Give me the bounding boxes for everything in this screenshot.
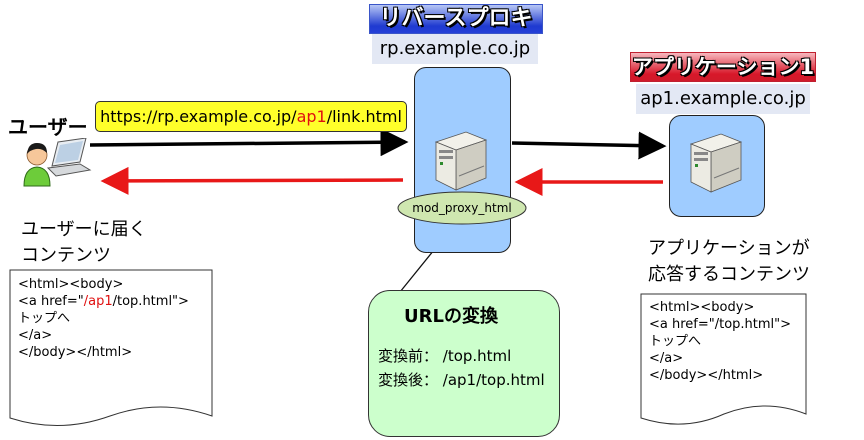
server-icon xyxy=(689,133,743,193)
code-line: トップへ xyxy=(18,311,71,326)
code-line: <html><body> xyxy=(18,277,124,292)
application-host: ap1.example.co.jp xyxy=(636,84,810,114)
user-content-caption-line1: ユーザーに届く xyxy=(21,219,147,240)
app-content-page xyxy=(640,293,807,425)
app-content-code: <html><body> <a href="/top.html"> トップへ </a>… xyxy=(649,299,791,384)
request-url-box: https://rp.example.co.jp/ap1/link.html xyxy=(95,101,407,132)
application-title: アプリケーション1 xyxy=(630,52,816,82)
code-line: </a> xyxy=(18,328,53,343)
app-content-caption: アプリケーションが 応答するコンテンツ xyxy=(648,236,810,288)
user-label: ユーザー xyxy=(8,115,88,139)
request-url-suffix: /link.html xyxy=(326,107,402,126)
module-ellipse xyxy=(397,191,527,225)
code-highlight: /ap1 xyxy=(83,294,113,309)
code-line: <html><body> xyxy=(649,300,755,315)
response-arrow-proxy-to-user xyxy=(100,166,404,195)
request-arrow-proxy-to-app xyxy=(511,131,667,160)
app-content-caption-line1: アプリケーションが xyxy=(648,238,810,259)
user-content-page xyxy=(9,269,213,427)
url-conversion-after: 変換後： /ap1/top.html xyxy=(378,371,545,389)
reverse-proxy-title: リバースプロキシ xyxy=(369,4,543,59)
user-content-caption: ユーザーに届く コンテンツ xyxy=(21,217,147,269)
url-conversion-box xyxy=(368,290,560,437)
request-url-prefix: https://rp.example.co.jp/ xyxy=(100,107,297,126)
user-at-laptop-icon xyxy=(23,138,92,187)
app-content-caption-line2: 応答するコンテンツ xyxy=(648,264,810,285)
request-url-highlight: ap1 xyxy=(296,107,327,126)
code-line: トップへ xyxy=(649,334,702,349)
code-line: </body></html> xyxy=(649,368,764,383)
reverse-proxy-host: rp.example.co.jp xyxy=(372,34,538,64)
url-conversion-title: URLの変換 xyxy=(404,306,498,327)
request-arrow-user-to-proxy xyxy=(89,128,409,157)
user-content-code: <html><body> <a href="/ap1/top.html"> トップへ… xyxy=(18,276,189,361)
user-content-caption-line2: コンテンツ xyxy=(21,245,111,266)
code-line: </a> xyxy=(649,351,684,366)
url-conversion-before: 変換前： /top.html xyxy=(378,347,512,365)
code-line: </body></html> xyxy=(18,345,133,360)
module-label: mod_proxy_html xyxy=(412,201,512,215)
server-icon xyxy=(434,131,488,191)
code-line: <a href="/top.html"> xyxy=(649,317,792,332)
code-line: <a href="/ap1/top.html"> xyxy=(18,294,189,309)
